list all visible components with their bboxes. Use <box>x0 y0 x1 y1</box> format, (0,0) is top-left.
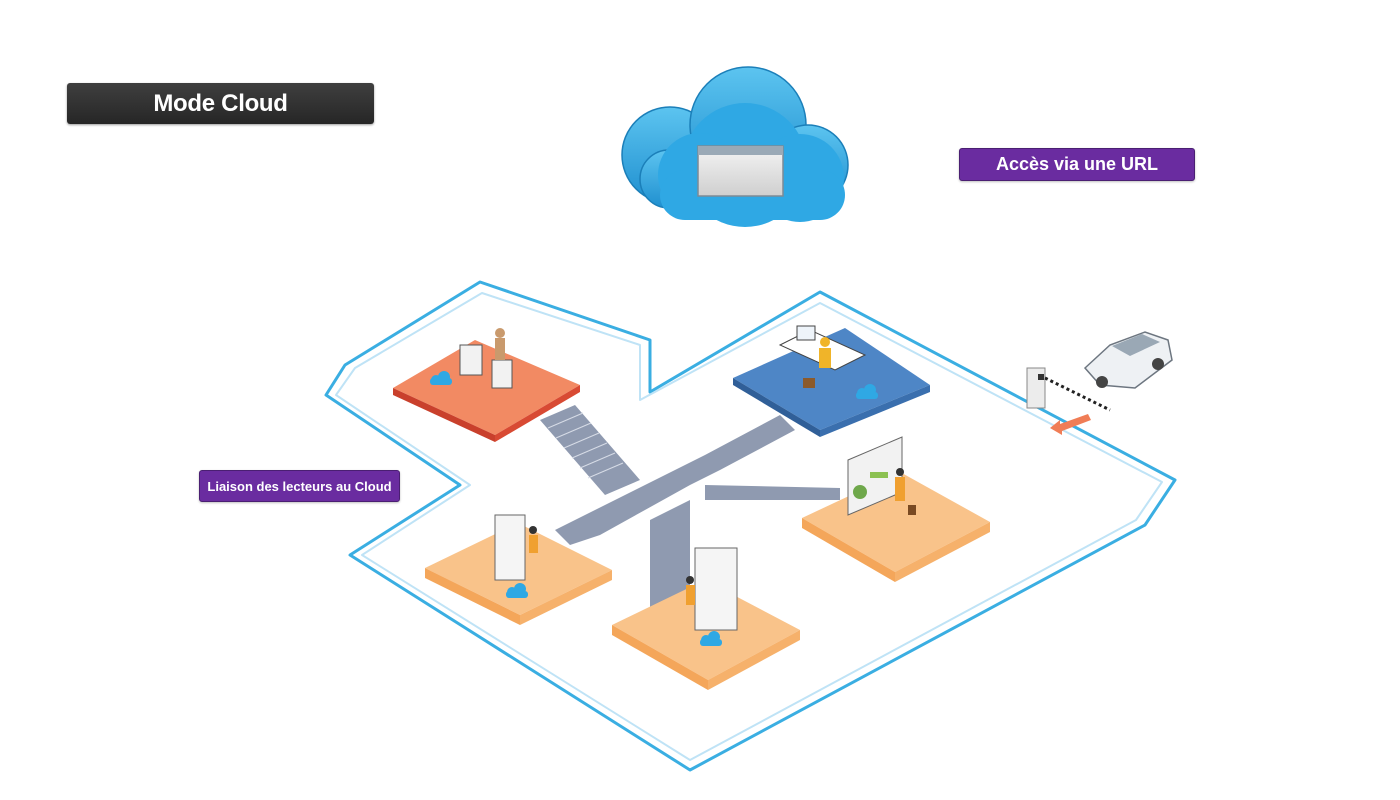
zone-reader-right <box>802 437 990 582</box>
browser-window-icon <box>698 146 783 196</box>
person-icon <box>686 576 695 605</box>
car-icon <box>1085 332 1172 388</box>
person-icon <box>529 526 538 553</box>
zone-reader-center <box>612 548 800 690</box>
zone-office <box>733 326 930 437</box>
person-icon <box>495 328 505 360</box>
person-icon <box>819 337 831 368</box>
